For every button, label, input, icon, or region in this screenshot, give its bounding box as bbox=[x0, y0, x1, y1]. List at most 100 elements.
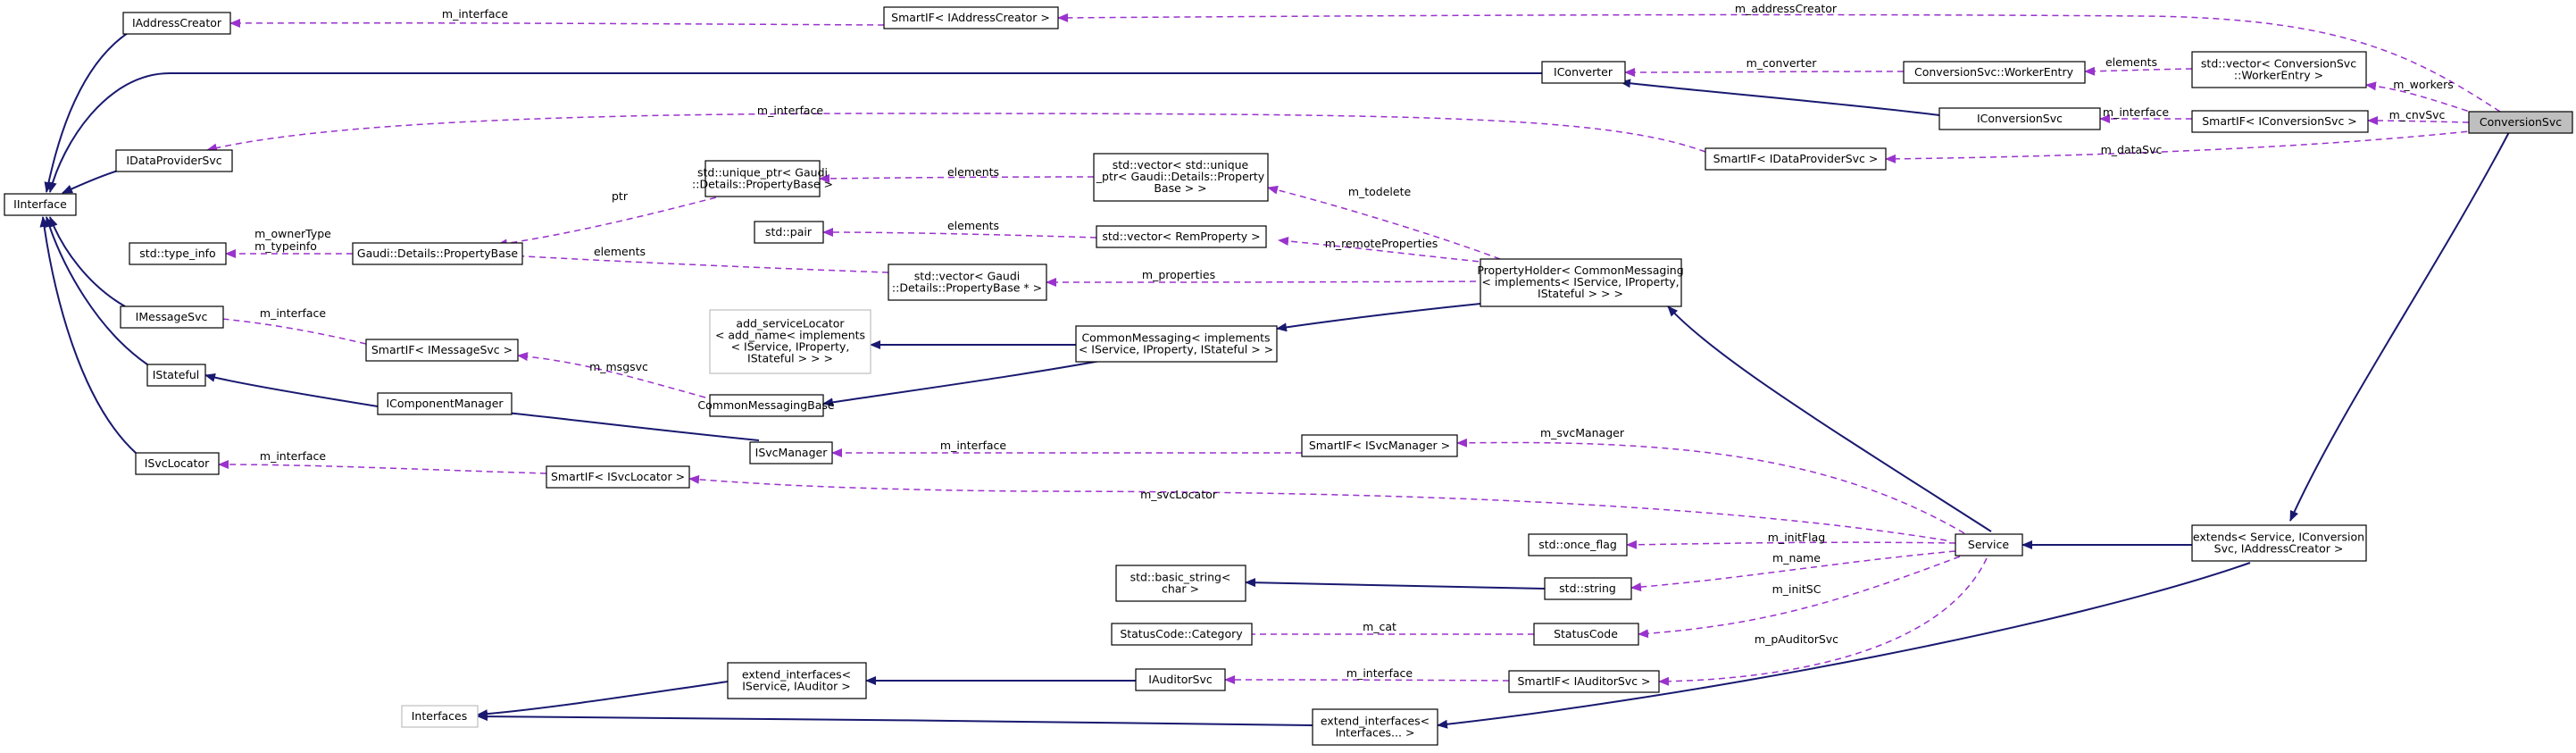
node-statuscode[interactable]: StatusCode bbox=[1533, 623, 1639, 646]
node-extend-interfaces-variadic[interactable]: extend_interfaces<Interfaces... > bbox=[1312, 708, 1438, 746]
edge-label: m_dataSvc bbox=[2101, 143, 2163, 156]
node-smartif-imessagesvc[interactable]: SmartIF< IMessageSvc > bbox=[365, 339, 519, 362]
edge-vector-workerentry-elements bbox=[2084, 66, 2193, 76]
edge-vector-propertybase-ptr-propertybase bbox=[508, 251, 889, 273]
node-service[interactable]: Service bbox=[1955, 533, 2023, 556]
edge-conversionsvc-extends bbox=[2289, 131, 2510, 522]
node-label: std::vector< Gaudi bbox=[914, 270, 1021, 283]
edge-smartif-imessagesvc-imessagesvc bbox=[190, 312, 367, 345]
edge-propertyholder-vector-unique-ptr bbox=[1267, 185, 1501, 260]
edge-label: m_interface bbox=[442, 7, 508, 21]
node-isvclocator[interactable]: ISvcLocator bbox=[135, 452, 220, 475]
node-conversionsvc[interactable]: ConversionSvc bbox=[2468, 111, 2573, 134]
node-add-servicelocator[interactable]: add_serviceLocator< add_name< implements… bbox=[709, 309, 871, 374]
node-label: extend_interfaces< bbox=[1321, 715, 1430, 728]
edge-label: m_interface bbox=[757, 104, 823, 117]
node-smartif-isvcmanager[interactable]: SmartIF< ISvcManager > bbox=[1301, 434, 1458, 457]
node-label: PropertyHolder< CommonMessaging bbox=[1477, 264, 1683, 277]
edge-label: m_ownerType bbox=[254, 227, 331, 240]
edge-service-smartif-isvclocator bbox=[688, 474, 1947, 541]
edge-label: m_pAuditorSvc bbox=[1755, 632, 1838, 646]
node-std-once-flag[interactable]: std::once_flag bbox=[1528, 533, 1628, 556]
node-vector-propertybase-ptr[interactable]: std::vector< Gaudi::Details::PropertyBas… bbox=[888, 264, 1047, 301]
node-propertybase[interactable]: Gaudi::Details::PropertyBase bbox=[352, 242, 523, 265]
node-vector-unique-ptr[interactable]: std::vector< std::unique_ptr< Gaudi::Det… bbox=[1093, 153, 1269, 202]
node-std-pair[interactable]: std::pair bbox=[754, 221, 824, 244]
edge-imessagesvc-iinterface bbox=[49, 216, 126, 307]
node-label: std::vector< RemProperty > bbox=[1102, 230, 1260, 243]
edge-service-propertyholder bbox=[1667, 305, 1992, 532]
node-iconverter[interactable]: IConverter bbox=[1541, 61, 1626, 84]
node-isvcmanager[interactable]: ISvcManager bbox=[749, 441, 833, 464]
node-basic-string[interactable]: std::basic_string<char > bbox=[1115, 565, 1246, 602]
edge-conversionsvc-smartif-iconversionsvc bbox=[2367, 116, 2470, 126]
edge-label: m_svcLocator bbox=[1140, 488, 1218, 501]
node-std-string[interactable]: std::string bbox=[1544, 577, 1632, 600]
edge-label: m_cat bbox=[1363, 620, 1396, 633]
node-std-type-info[interactable]: std::type_info bbox=[129, 242, 227, 265]
edge-service-statuscode bbox=[1638, 556, 1961, 639]
edge-icomponentmanager-istateful bbox=[204, 373, 379, 407]
edge-label: m_remoteProperties bbox=[1325, 237, 1438, 250]
node-idataprovidersvc[interactable]: IDataProviderSvc bbox=[115, 149, 233, 172]
edge-label: m_converter bbox=[1747, 56, 1818, 70]
node-label: Base > > bbox=[1154, 181, 1206, 195]
edge-service-smartif-iauditorsvc bbox=[1658, 557, 1988, 686]
edge-idataprovidersvc-iinterface bbox=[62, 169, 121, 194]
node-label: Svc, IAddressCreator > bbox=[2214, 542, 2344, 556]
node-unique-ptr-propertybase[interactable]: std::unique_ptr< Gaudi::Details::Propert… bbox=[692, 160, 833, 197]
node-propertyholder[interactable]: PropertyHolder< CommonMessaging< impleme… bbox=[1477, 258, 1684, 307]
node-label: SmartIF< IMessageSvc > bbox=[371, 343, 513, 356]
node-conversionsvc-workerentry[interactable]: ConversionSvc::WorkerEntry bbox=[1903, 61, 2086, 84]
node-label: IConverter bbox=[1554, 65, 1613, 79]
edge-label: m_interface bbox=[940, 439, 1006, 452]
node-icomponentmanager[interactable]: IComponentManager bbox=[377, 392, 513, 415]
node-smartif-iaddresscreator[interactable]: SmartIF< IAddressCreator > bbox=[883, 6, 1059, 29]
edge-iconversionsvc-iconverter bbox=[1620, 79, 1947, 117]
node-label: < implements< IService, IProperty, bbox=[1481, 275, 1679, 289]
node-smartif-idataprovidersvc[interactable]: SmartIF< IDataProviderSvc > bbox=[1705, 147, 1887, 171]
usage-edges bbox=[190, 13, 2501, 686]
node-label: < add_name< implements bbox=[715, 329, 865, 342]
node-iaddresscreator[interactable]: IAddressCreator bbox=[122, 12, 231, 35]
node-label: IDataProviderSvc bbox=[126, 154, 221, 167]
edge-conversionsvc-smartif-iaddresscreator bbox=[1057, 13, 2501, 113]
edge-label: m_name bbox=[1772, 551, 1821, 565]
edge-smartif-iaddresscreator-m-interface bbox=[229, 18, 885, 28]
node-label: ISvcManager bbox=[755, 446, 829, 459]
node-iinterface[interactable]: IInterface bbox=[4, 193, 77, 216]
node-interfaces[interactable]: Interfaces bbox=[401, 705, 479, 728]
node-label: char > bbox=[1162, 582, 1199, 596]
node-label: std::string bbox=[1559, 581, 1616, 595]
node-label: add_serviceLocator bbox=[736, 317, 845, 330]
node-extend-interfaces-iauditor[interactable]: extend_interfaces<IService, IAuditor > bbox=[727, 662, 867, 699]
node-iconversionsvc[interactable]: IConversionSvc bbox=[1938, 107, 2101, 130]
edge-label: m_addressCreator bbox=[1735, 2, 1838, 15]
node-smartif-isvclocator[interactable]: SmartIF< ISvcLocator > bbox=[546, 465, 690, 489]
node-label: IInterface bbox=[13, 197, 67, 211]
edge-label: m_properties bbox=[1142, 268, 1215, 281]
node-vector-workerentry[interactable]: std::vector< ConversionSvc::WorkerEntry … bbox=[2191, 51, 2367, 88]
node-imessagesvc[interactable]: IMessageSvc bbox=[120, 305, 224, 329]
node-statuscode-category[interactable]: StatusCode::Category bbox=[1111, 623, 1253, 646]
edge-commonmessaging-commonmessagingbase bbox=[822, 355, 1130, 407]
node-istateful[interactable]: IStateful bbox=[146, 364, 206, 387]
node-label: std::unique_ptr< Gaudi bbox=[697, 166, 828, 180]
edge-label: elements bbox=[947, 219, 999, 232]
node-label: IStateful > > > bbox=[747, 352, 833, 365]
node-smartif-iconversionsvc[interactable]: SmartIF< IConversionSvc > bbox=[2191, 110, 2369, 133]
edge-label: m_svcManager bbox=[1540, 426, 1625, 439]
node-commonmessaging[interactable]: CommonMessaging< implements< IService, I… bbox=[1075, 325, 1278, 363]
node-label: extend_interfaces< bbox=[742, 668, 851, 682]
node-iauditorsvc[interactable]: IAuditorSvc bbox=[1135, 668, 1226, 691]
edge-extend-interfaces-interfaces bbox=[477, 681, 729, 719]
edge-label: elements bbox=[2105, 55, 2157, 69]
node-label: ConversionSvc bbox=[2480, 115, 2562, 129]
edge-vector-unique-ptr-unique-ptr bbox=[819, 173, 1095, 183]
inheritance-edges bbox=[39, 32, 2510, 729]
node-commonmessagingbase[interactable]: CommonMessagingBase bbox=[697, 394, 835, 417]
edge-labels: m_interface m_addressCreator m_converter… bbox=[254, 2, 2454, 680]
node-vector-remproperty[interactable]: std::vector< RemProperty > bbox=[1096, 225, 1267, 248]
node-extends[interactable]: extends< Service, IConversionSvc, IAddre… bbox=[2191, 524, 2367, 562]
node-smartif-iauditorsvc[interactable]: SmartIF< IAuditorSvc > bbox=[1508, 670, 1660, 693]
